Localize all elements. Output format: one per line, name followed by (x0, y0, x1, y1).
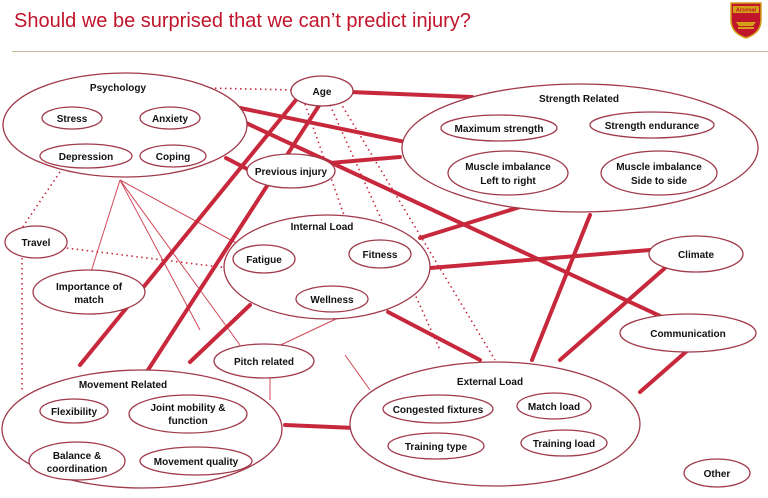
flexibility-label: Flexibility (51, 407, 98, 418)
age-node (290, 75, 354, 107)
imbalance-lr-label-1: Muscle imbalance (465, 162, 551, 173)
pitch-node (213, 343, 315, 379)
stress-node (41, 106, 103, 130)
thick-link (638, 348, 690, 394)
stress-label: Stress (57, 114, 88, 125)
coping-node (139, 144, 207, 168)
internal-load-label: Internal Load (291, 222, 354, 233)
wellness-label: Wellness (310, 295, 354, 306)
training-load-node (520, 429, 608, 457)
thin-link (119, 179, 201, 331)
thick-link (530, 213, 592, 362)
thick-link (386, 310, 482, 362)
imbalance-lr-node (447, 150, 569, 196)
thick-link (238, 106, 422, 147)
thick-links (78, 90, 690, 430)
thick-link (283, 423, 357, 430)
imbalance-lr-label-2: Left to right (480, 176, 536, 187)
imbalance-ss-label-1: Muscle imbalance (616, 162, 702, 173)
thin-links (89, 179, 371, 400)
dotted-link (21, 171, 61, 229)
training-type-label: Training type (405, 442, 468, 453)
fitness-label: Fitness (362, 250, 397, 261)
balance-label-1: Balance & (53, 451, 101, 462)
thick-link (348, 90, 474, 99)
max-strength-node (440, 114, 558, 142)
max-strength-label: Maximum strength (455, 124, 544, 135)
thin-link (89, 179, 121, 276)
match-load-node (516, 392, 592, 420)
strength-endurance-node (589, 111, 715, 139)
training-load-label: Training load (533, 439, 595, 450)
thick-link (242, 120, 677, 325)
importance-label-2: match (74, 295, 103, 306)
other-label: Other (704, 469, 731, 480)
joint-label-1: Joint mobility & (151, 403, 226, 414)
other-node (683, 458, 751, 488)
logo-text: Arsenal (736, 8, 757, 14)
thick-link (418, 205, 522, 240)
slide-title: Should we be surprised that we can’t pre… (14, 10, 471, 32)
pitch-label: Pitch related (234, 357, 294, 368)
movement-quality-label: Movement quality (154, 457, 239, 468)
psychology-label: Psychology (90, 83, 147, 94)
thick-link (558, 266, 667, 362)
travel-node (4, 225, 68, 259)
communication-node (619, 313, 757, 353)
fatigue-node (232, 244, 296, 274)
fitness-node (348, 239, 412, 269)
thick-link (428, 248, 652, 270)
arsenal-crest-icon: Arsenal (730, 2, 762, 39)
title-divider (12, 51, 768, 52)
depression-label: Depression (59, 152, 113, 163)
travel-label: Travel (22, 238, 51, 249)
thick-link (328, 155, 402, 165)
age-label: Age (313, 87, 332, 98)
training-type-node (387, 432, 485, 460)
flexibility-node (39, 398, 109, 424)
depression-node (39, 143, 133, 169)
previous-injury-label: Previous injury (255, 167, 328, 178)
imbalance-ss-node (600, 150, 718, 196)
communication-label: Communication (650, 329, 726, 340)
congested-label: Congested fixtures (393, 405, 484, 416)
external-load-label: External Load (457, 377, 523, 388)
thick-link (188, 303, 252, 364)
coping-label: Coping (156, 152, 190, 163)
anxiety-label: Anxiety (152, 114, 189, 125)
balance-node (28, 441, 126, 481)
strength-label: Strength Related (539, 94, 619, 105)
strength-endurance-label: Strength endurance (605, 121, 700, 132)
match-load-label: Match load (528, 402, 580, 413)
thick-link (146, 102, 322, 372)
climate-node (648, 235, 744, 273)
thin-link (344, 354, 371, 391)
imbalance-ss-label-2: Side to side (631, 176, 688, 187)
fatigue-label: Fatigue (246, 255, 282, 266)
dotted-link (339, 101, 496, 361)
previous-injury-node (246, 153, 336, 189)
importance-label-1: Importance of (56, 282, 123, 293)
climate-label: Climate (678, 250, 715, 261)
thin-link (119, 179, 241, 246)
dotted-link (41, 244, 229, 269)
anxiety-node (139, 106, 201, 130)
movement-label: Movement Related (79, 380, 167, 391)
thin-link (119, 179, 241, 346)
movement-quality-node (139, 446, 253, 476)
thick-link (78, 93, 302, 367)
joint-label-2: function (168, 416, 207, 427)
balance-label-2: coordination (47, 464, 108, 475)
dotted-link (204, 87, 296, 91)
wellness-node (295, 285, 369, 313)
congested-node (382, 394, 494, 424)
joint-node (128, 394, 248, 434)
importance-node (32, 269, 146, 315)
